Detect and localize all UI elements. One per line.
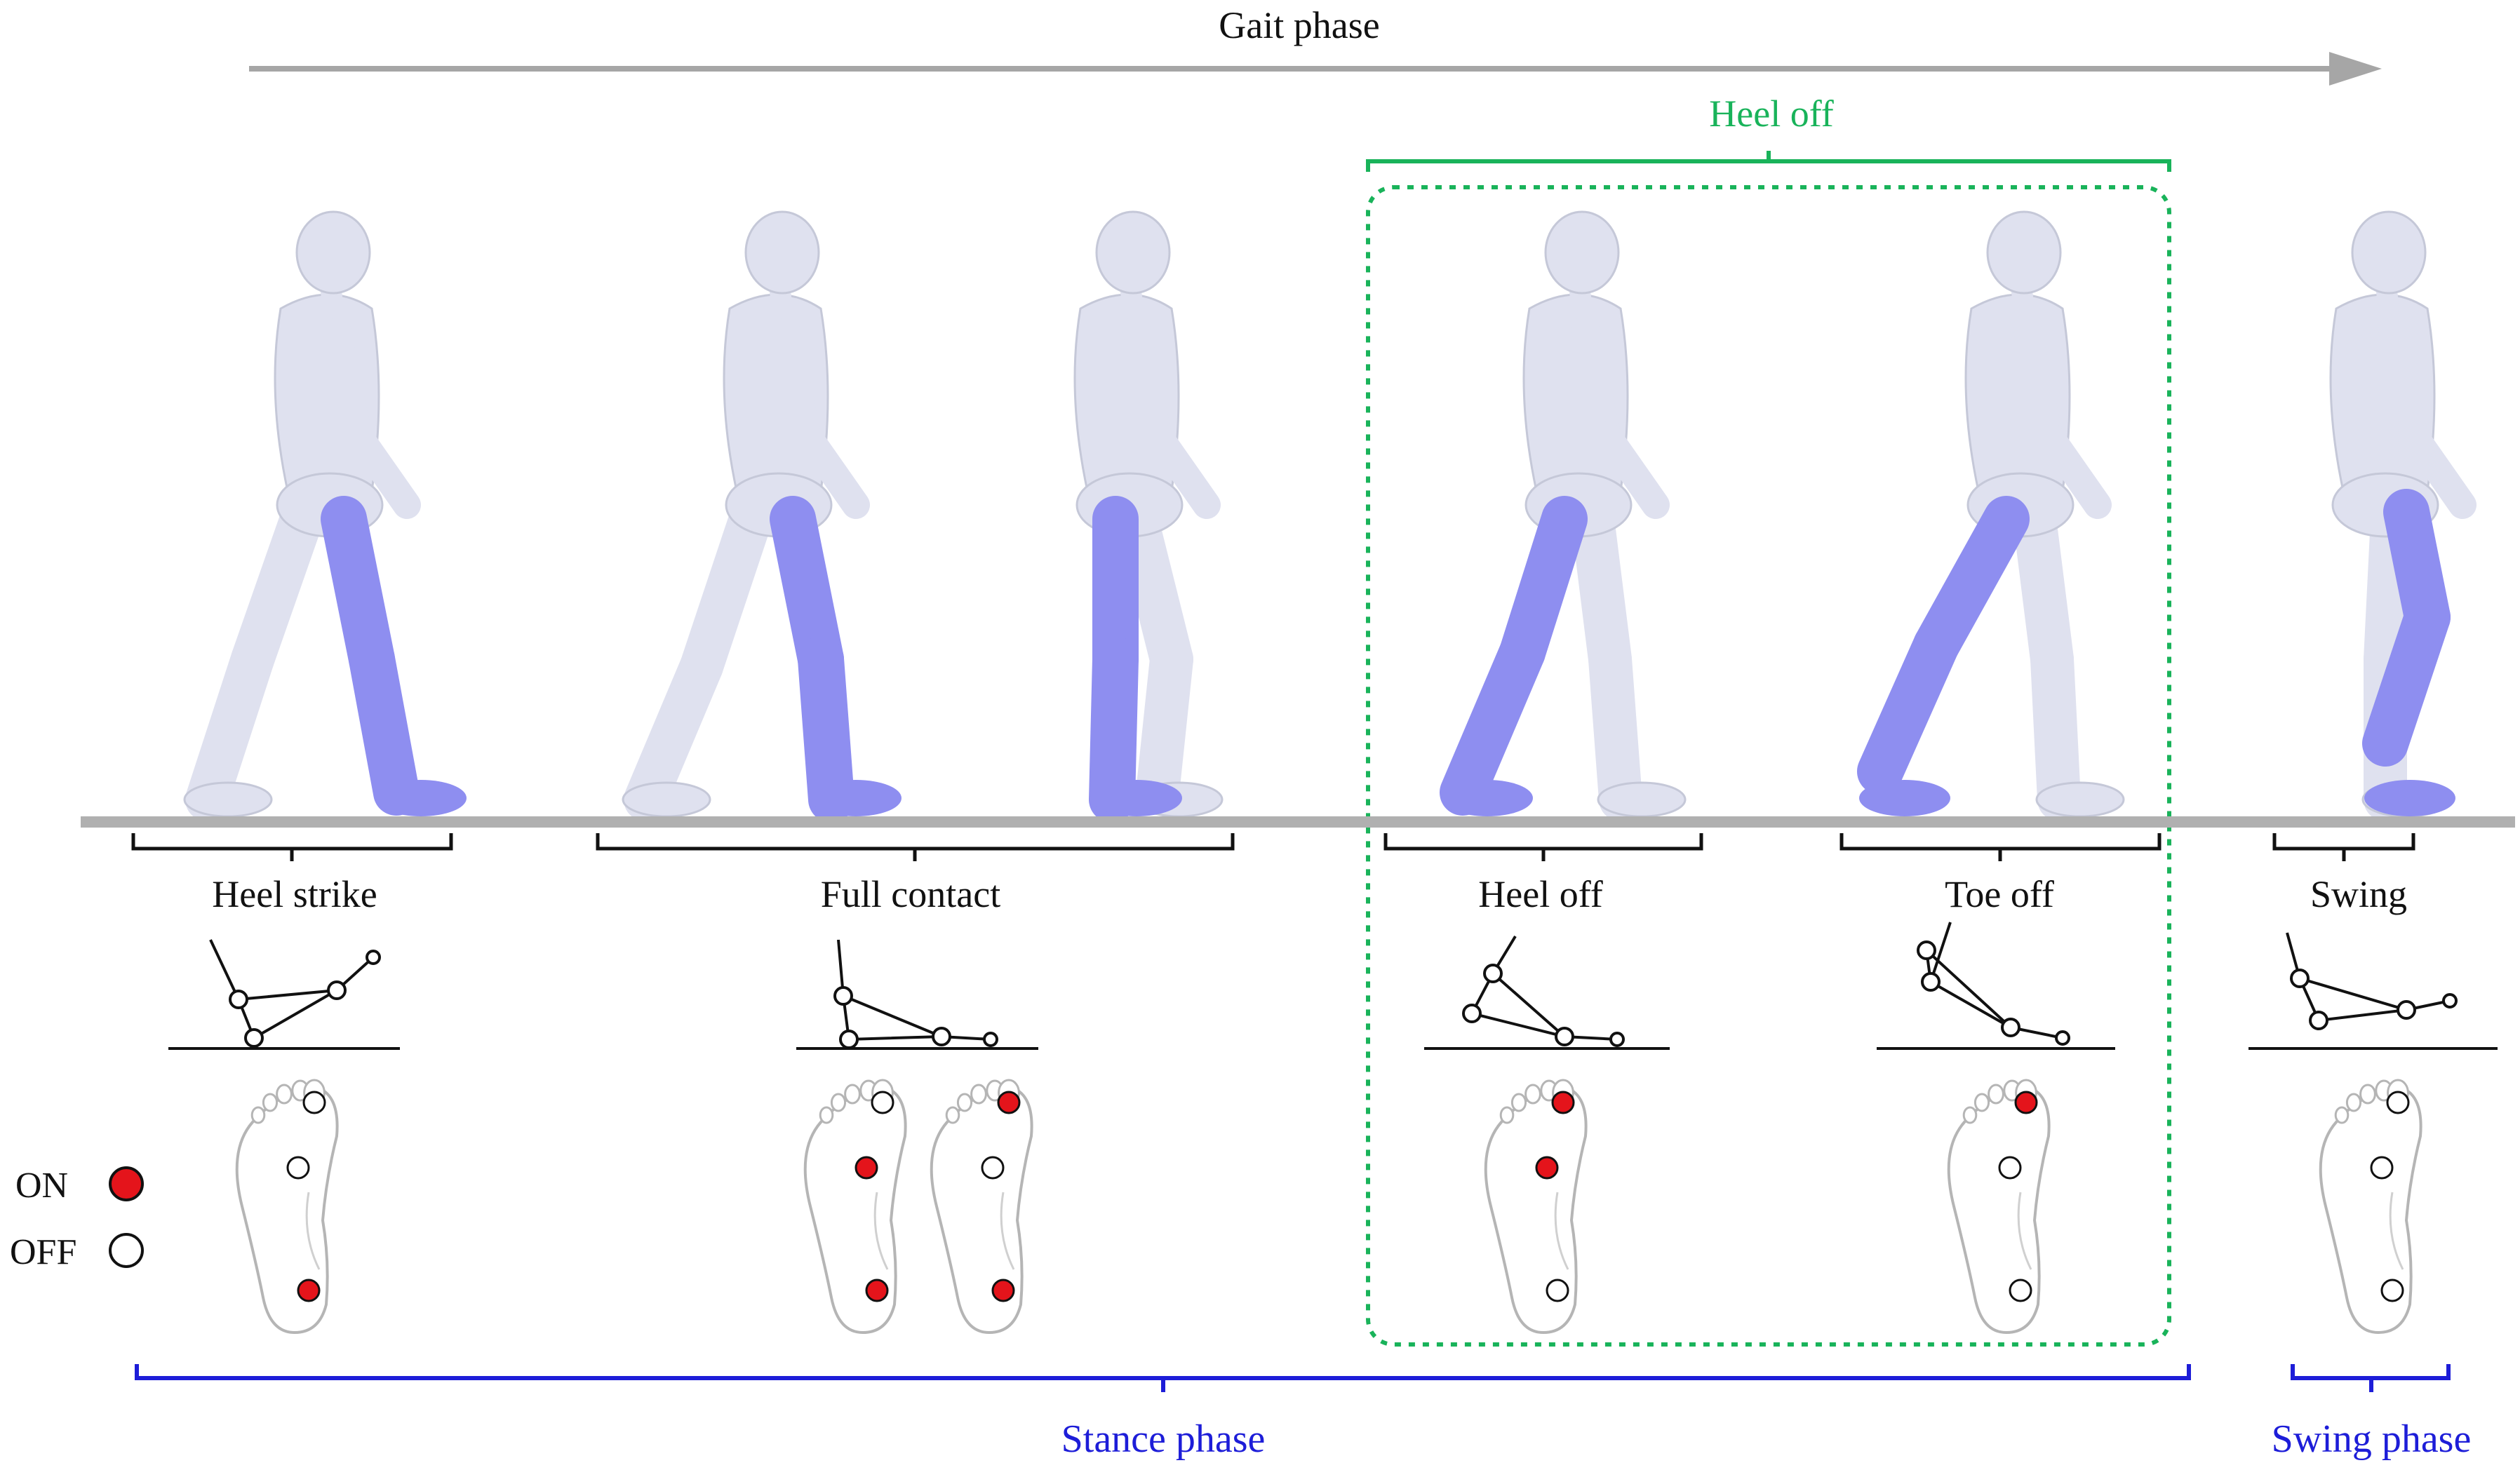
- foot-heel-off-heel-sensor: [1546, 1279, 1569, 1302]
- full-contact-bracket: [596, 833, 1235, 861]
- legend-off-label: OFF: [10, 1232, 76, 1272]
- foot-heel-strike-heel-sensor: [297, 1279, 321, 1302]
- legend-on-marker: [109, 1166, 144, 1201]
- heel-off-group-title: Heel off: [1709, 93, 1833, 135]
- phase-label-toe-off: Toe off: [1945, 873, 2054, 915]
- foot-swing-mid-sensor: [2370, 1156, 2394, 1180]
- phase-brackets: [131, 833, 2415, 861]
- stance-phase-label: Stance phase: [1061, 1417, 1266, 1461]
- foot-heel-off-mid-sensor: [1535, 1156, 1559, 1180]
- foot-heel-strike: [235, 1079, 339, 1335]
- toe-off-bracket: [1839, 833, 2162, 861]
- foot-full-contact-a-mid-sensor: [854, 1156, 878, 1180]
- foot-toe-off-mid-sensor: [1998, 1156, 2022, 1180]
- figure-heel-strike: [183, 210, 467, 821]
- foot-swing: [2319, 1079, 2422, 1335]
- ground-line: [81, 816, 2515, 828]
- gait-phase-arrow: [249, 52, 2382, 86]
- foot-heel-strike-mid-sensor: [286, 1156, 310, 1180]
- phase-label-full-contact: Full contact: [821, 873, 1000, 915]
- swing-phase-bracket: [2291, 1364, 2451, 1392]
- figure-full-contact-1: [622, 210, 902, 823]
- figure-toe-off: [1857, 210, 2125, 821]
- foot-sensor-maps: [235, 1079, 2422, 1335]
- foot-full-contact-b-mid-sensor: [981, 1156, 1005, 1180]
- stick-heel-strike: [168, 939, 400, 1050]
- heel-off-group-bracket: [1366, 151, 2171, 172]
- heel-off-bracket: [1383, 833, 1703, 861]
- foot-heel-off: [1484, 1079, 1588, 1335]
- legend-on-label: ON: [15, 1166, 68, 1206]
- figure-full-contact-2: [1073, 210, 1224, 823]
- figure-swing: [2329, 210, 2477, 821]
- heel-strike-bracket: [131, 833, 453, 861]
- foot-full-contact-a-toe-sensor: [871, 1091, 894, 1114]
- foot-full-contact-b-toe-sensor: [997, 1091, 1021, 1114]
- foot-full-contact-a: [803, 1079, 907, 1335]
- leg-stick-diagrams: [168, 922, 2498, 1050]
- foot-full-contact-b: [930, 1079, 1033, 1335]
- foot-full-contact-b-heel-sensor: [991, 1279, 1015, 1302]
- stick-swing: [2248, 932, 2498, 1050]
- foot-full-contact-a-heel-sensor: [865, 1279, 889, 1302]
- foot-toe-off-toe-sensor: [2014, 1091, 2038, 1114]
- stick-toe-off: [1877, 922, 2115, 1050]
- phase-label-heel-strike: Heel strike: [212, 873, 377, 915]
- legend-off-marker: [109, 1233, 144, 1268]
- foot-toe-off-heel-sensor: [2009, 1279, 2032, 1302]
- stick-heel-off: [1424, 935, 1670, 1050]
- foot-swing-toe-sensor: [2386, 1091, 2410, 1114]
- foot-heel-off-toe-sensor: [1551, 1091, 1575, 1114]
- legend: ON OFF: [10, 1166, 144, 1272]
- swing-bracket: [2272, 833, 2415, 861]
- swing-phase-label: Swing phase: [2272, 1417, 2472, 1461]
- foot-swing-heel-sensor: [2380, 1279, 2404, 1302]
- figure-heel-off: [1440, 210, 1687, 821]
- walking-figures: [183, 210, 2477, 823]
- foot-heel-strike-toe-sensor: [302, 1091, 326, 1114]
- phase-label-heel-off: Heel off: [1478, 873, 1602, 915]
- stick-full-contact: [796, 939, 1038, 1050]
- stance-phase-bracket: [135, 1364, 2191, 1392]
- foot-toe-off: [1947, 1079, 2051, 1335]
- gait-phase-title: Gait phase: [1219, 4, 1379, 46]
- phase-label-swing: Swing: [2310, 873, 2407, 915]
